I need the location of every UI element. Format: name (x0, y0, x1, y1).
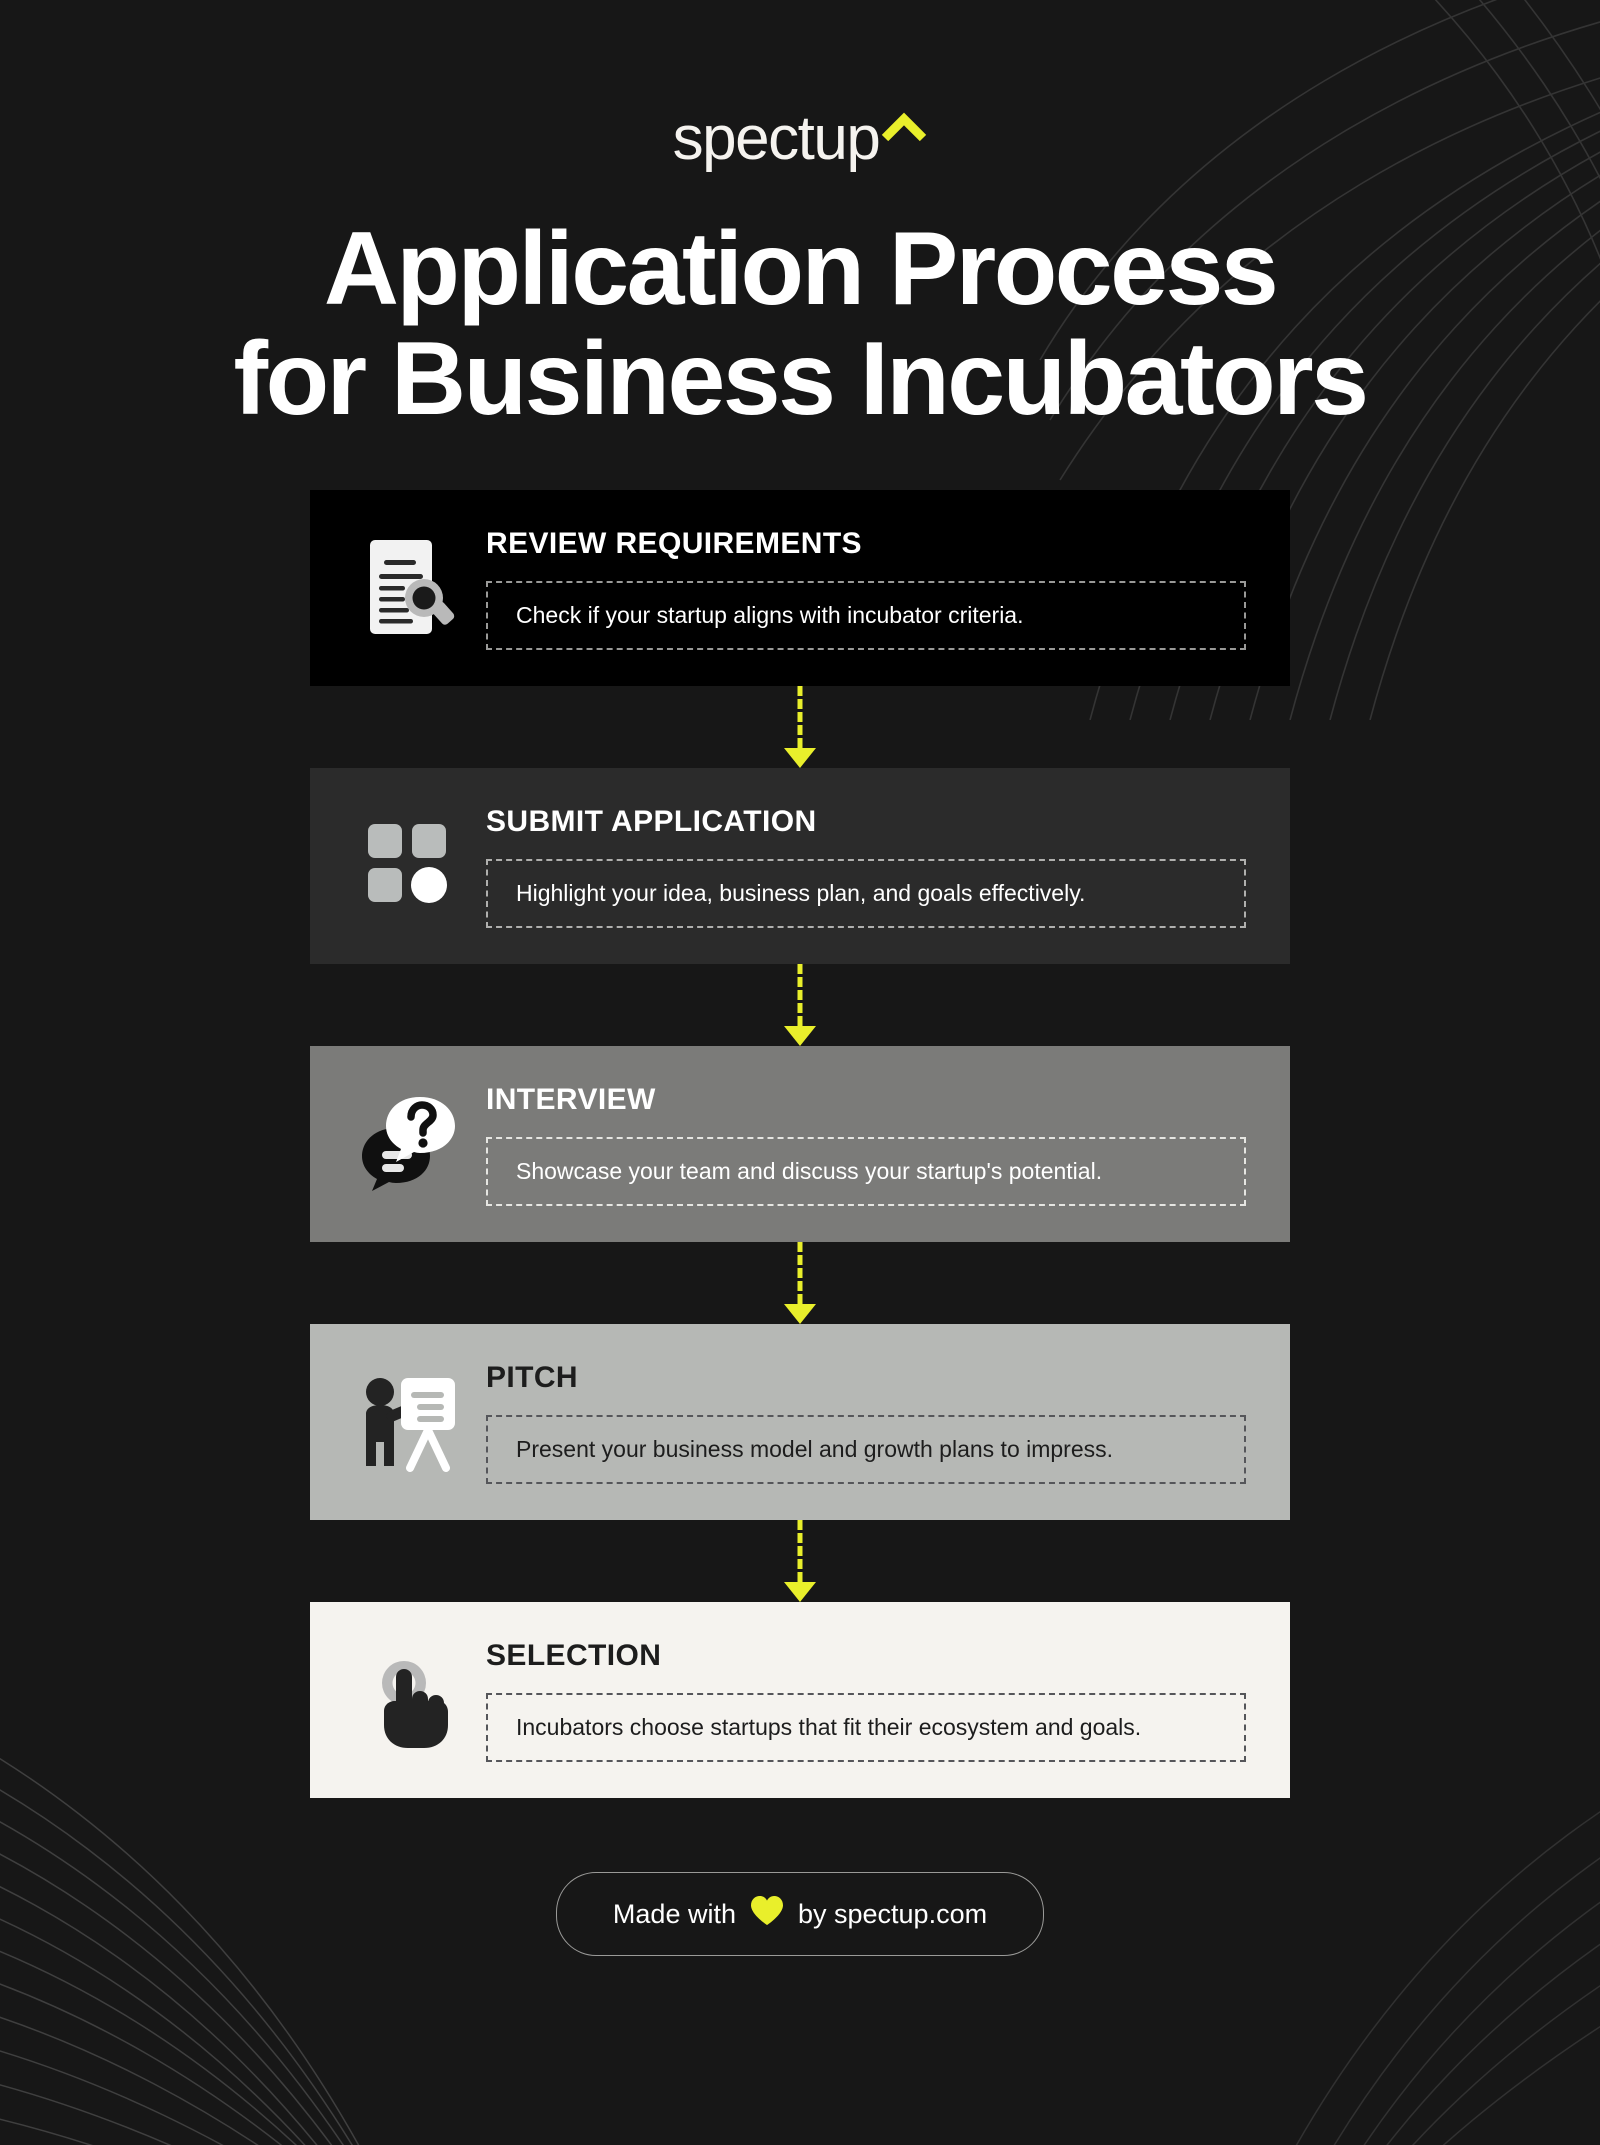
step-description: Check if your startup aligns with incuba… (516, 601, 1024, 628)
heart-icon (750, 1895, 784, 1933)
step-description: Showcase your team and discuss your star… (516, 1157, 1103, 1184)
speech-bubbles-question-icon (344, 1084, 476, 1204)
step-description-box: Showcase your team and discuss your star… (486, 1136, 1246, 1207)
dashed-arrow-down-icon (780, 1520, 820, 1603)
step-card-interview: INTERVIEW Showcase your team and discuss… (310, 1046, 1290, 1243)
made-with-love-badge[interactable]: Made with by spectup.com (555, 1872, 1045, 1957)
step-description-box: Present your business model and growth p… (486, 1414, 1246, 1485)
page-title-line-1: Application Process (323, 211, 1279, 327)
step-description-box: Incubators choose startups that fit thei… (486, 1692, 1246, 1763)
step-card-body: SELECTION Incubators choose startups tha… (476, 1639, 1246, 1763)
dashed-arrow-down-icon (780, 686, 820, 769)
step-card-review-requirements: REVIEW REQUIREMENTS Check if your startu… (310, 490, 1290, 687)
step-card-body: SUBMIT APPLICATION Highlight your idea, … (476, 805, 1246, 929)
dashed-arrow-down-icon (780, 964, 820, 1047)
step-description: Present your business model and growth p… (516, 1435, 1114, 1462)
hand-tap-icon (344, 1640, 476, 1760)
brand-logo-text: spectup (672, 104, 881, 173)
page-title: Application Process for Business Incubat… (0, 211, 1600, 438)
process-steps: REVIEW REQUIREMENTS Check if your startu… (0, 490, 1600, 1799)
step-title: PITCH (486, 1360, 578, 1394)
step-card-pitch: PITCH Present your business model and gr… (310, 1324, 1290, 1521)
step-card-submit-application: SUBMIT APPLICATION Highlight your idea, … (310, 768, 1290, 965)
presenter-flipchart-icon (344, 1362, 476, 1482)
step-description: Highlight your idea, business plan, and … (516, 879, 1086, 906)
step-card-body: INTERVIEW Showcase your team and discuss… (476, 1083, 1246, 1207)
step-title: INTERVIEW (486, 1082, 656, 1116)
step-title: SUBMIT APPLICATION (486, 804, 817, 838)
page-title-line-2: for Business Incubators (233, 321, 1369, 438)
step-title: SELECTION (486, 1638, 662, 1672)
footer-suffix-label: by spectup.com (797, 1898, 988, 1929)
step-card-body: REVIEW REQUIREMENTS Check if your startu… (476, 527, 1246, 651)
dashed-arrow-down-icon (780, 1242, 820, 1325)
step-title: REVIEW REQUIREMENTS (486, 526, 862, 560)
document-magnifier-icon (344, 528, 476, 648)
step-description-box: Check if your startup aligns with incuba… (486, 580, 1246, 651)
brand-logo: spectup (0, 0, 1600, 170)
step-card-selection: SELECTION Incubators choose startups tha… (310, 1602, 1290, 1799)
step-card-body: PITCH Present your business model and gr… (476, 1361, 1246, 1485)
footer: Made with by spectup.com (0, 1872, 1600, 1957)
footer-prefix-label: Made with (612, 1898, 736, 1929)
step-description: Incubators choose startups that fit thei… (516, 1713, 1142, 1740)
caret-up-icon (881, 112, 927, 151)
step-description-box: Highlight your idea, business plan, and … (486, 858, 1246, 929)
grid-squares-circle-icon (344, 806, 476, 926)
